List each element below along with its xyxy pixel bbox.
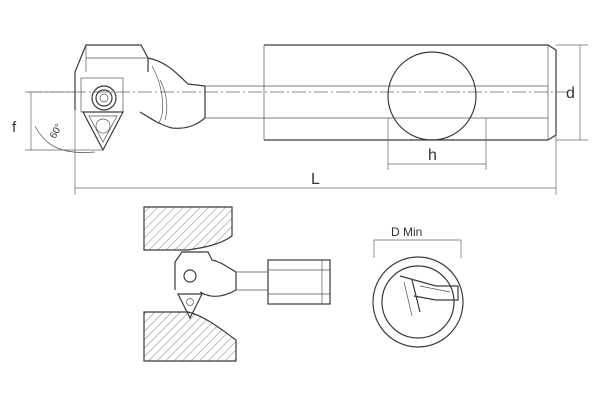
small-shank	[267, 259, 331, 305]
neck-curve-2	[159, 79, 168, 121]
neck-lower	[139, 111, 206, 129]
boring-operation-view	[143, 206, 331, 362]
shank-end	[547, 44, 557, 141]
h-label: h	[428, 147, 437, 164]
neck-curve-1	[151, 65, 163, 125]
bore-outer-circle	[372, 256, 464, 348]
cross-section-circle	[387, 51, 477, 141]
angle-arc	[34, 125, 96, 153]
insert-screw	[91, 85, 117, 111]
triangle-insert	[82, 111, 124, 152]
insert-pocket	[80, 77, 124, 113]
workpiece-lower	[143, 311, 237, 362]
insert-hole	[95, 118, 111, 134]
dmin-label: D Min	[391, 225, 422, 239]
workpiece-upper	[143, 206, 233, 251]
end-insert-edge	[411, 279, 421, 313]
screw-inner	[95, 89, 113, 107]
neck-upper	[147, 57, 206, 87]
small-neck-lower	[199, 289, 237, 297]
end-view: D Min	[372, 225, 464, 348]
small-neck-upper	[211, 259, 237, 273]
small-insert-hole	[186, 298, 194, 306]
d-label: d	[566, 85, 575, 102]
main-side-view: 60° f d h L	[12, 44, 588, 195]
end-tool-line	[419, 285, 451, 293]
end-tool-body	[399, 275, 459, 301]
end-insert-edge-2	[403, 281, 413, 317]
L-label: L	[311, 171, 320, 188]
f-label: f	[12, 119, 17, 136]
screw-center	[99, 93, 109, 103]
bore-inner-circle	[381, 265, 455, 339]
angle-label: 60°	[48, 122, 65, 141]
small-screw	[183, 269, 197, 283]
insert-inner-triangle	[88, 115, 118, 143]
small-insert	[177, 293, 203, 320]
tool-head-top	[74, 44, 149, 73]
small-tool-head	[174, 251, 213, 263]
